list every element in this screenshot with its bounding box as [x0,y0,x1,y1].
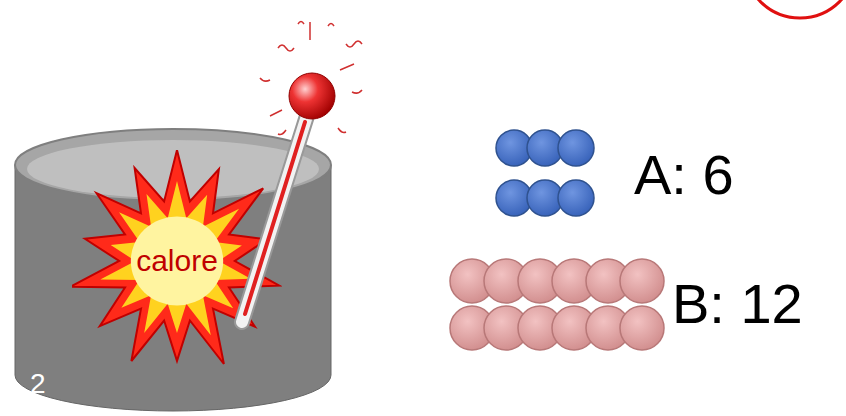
callout-number: 2 [30,368,46,400]
node-text: calore [136,244,218,278]
thermometer [242,22,362,323]
explosion-star: calore [72,150,282,372]
count-label: B: 12 [672,271,803,336]
pink-balls [450,259,664,350]
count-label: A: 6 [634,142,734,207]
blue-balls [496,130,594,216]
red-circle [744,0,846,18]
